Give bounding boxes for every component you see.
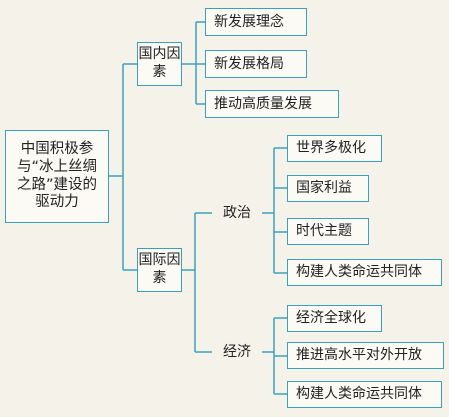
economy-item-label: 推进高水平对外开放 [296,347,422,364]
domestic-factors-label: 国内因素 [138,46,181,80]
economy-item-node: 构建人类命运共同体 [287,381,442,408]
domestic-item-label: 新发展理念 [214,13,284,30]
economy-label: 经济 [223,343,251,360]
politics-label: 政治 [223,204,251,221]
economy-item-node: 推进高水平对外开放 [287,342,444,369]
politics-item-node: 构建人类命运共同体 [287,259,442,286]
domestic-item-node: 新发展格局 [205,50,307,78]
domestic-item-label: 新发展格局 [214,55,284,72]
root-label: 中国积极参与“冰上丝绸之路”建设的驱动力 [16,141,97,211]
politics-item-node: 国家利益 [287,175,369,202]
domestic-factors-node: 国内因素 [137,42,182,86]
domestic-item-node: 推动高质量发展 [205,90,339,118]
economy-item-node: 经济全球化 [287,305,382,332]
connector-root [109,63,137,271]
politics-item-node: 时代主题 [287,218,369,245]
economy-item-label: 构建人类命运共同体 [296,386,422,403]
politics-item-label: 构建人类命运共同体 [296,264,422,281]
connector-domestic [182,21,205,105]
domestic-item-label: 推动高质量发展 [214,95,312,112]
connector-politics [262,147,287,274]
politics-item-label: 国家利益 [296,180,352,197]
international-factors-label: 国际因素 [138,252,181,286]
politics-item-label: 时代主题 [296,223,352,240]
economy-item-label: 经济全球化 [296,310,366,327]
economy-node: 经济 [212,340,262,364]
root-node: 中国积极参与“冰上丝绸之路”建设的驱动力 [5,130,109,223]
politics-item-node: 世界多极化 [287,135,382,162]
politics-item-label: 世界多极化 [296,140,366,157]
politics-node: 政治 [212,201,262,225]
connector-economy [262,317,287,395]
domestic-item-node: 新发展理念 [205,8,307,36]
international-factors-node: 国际因素 [137,248,182,292]
connector-international [182,212,212,353]
